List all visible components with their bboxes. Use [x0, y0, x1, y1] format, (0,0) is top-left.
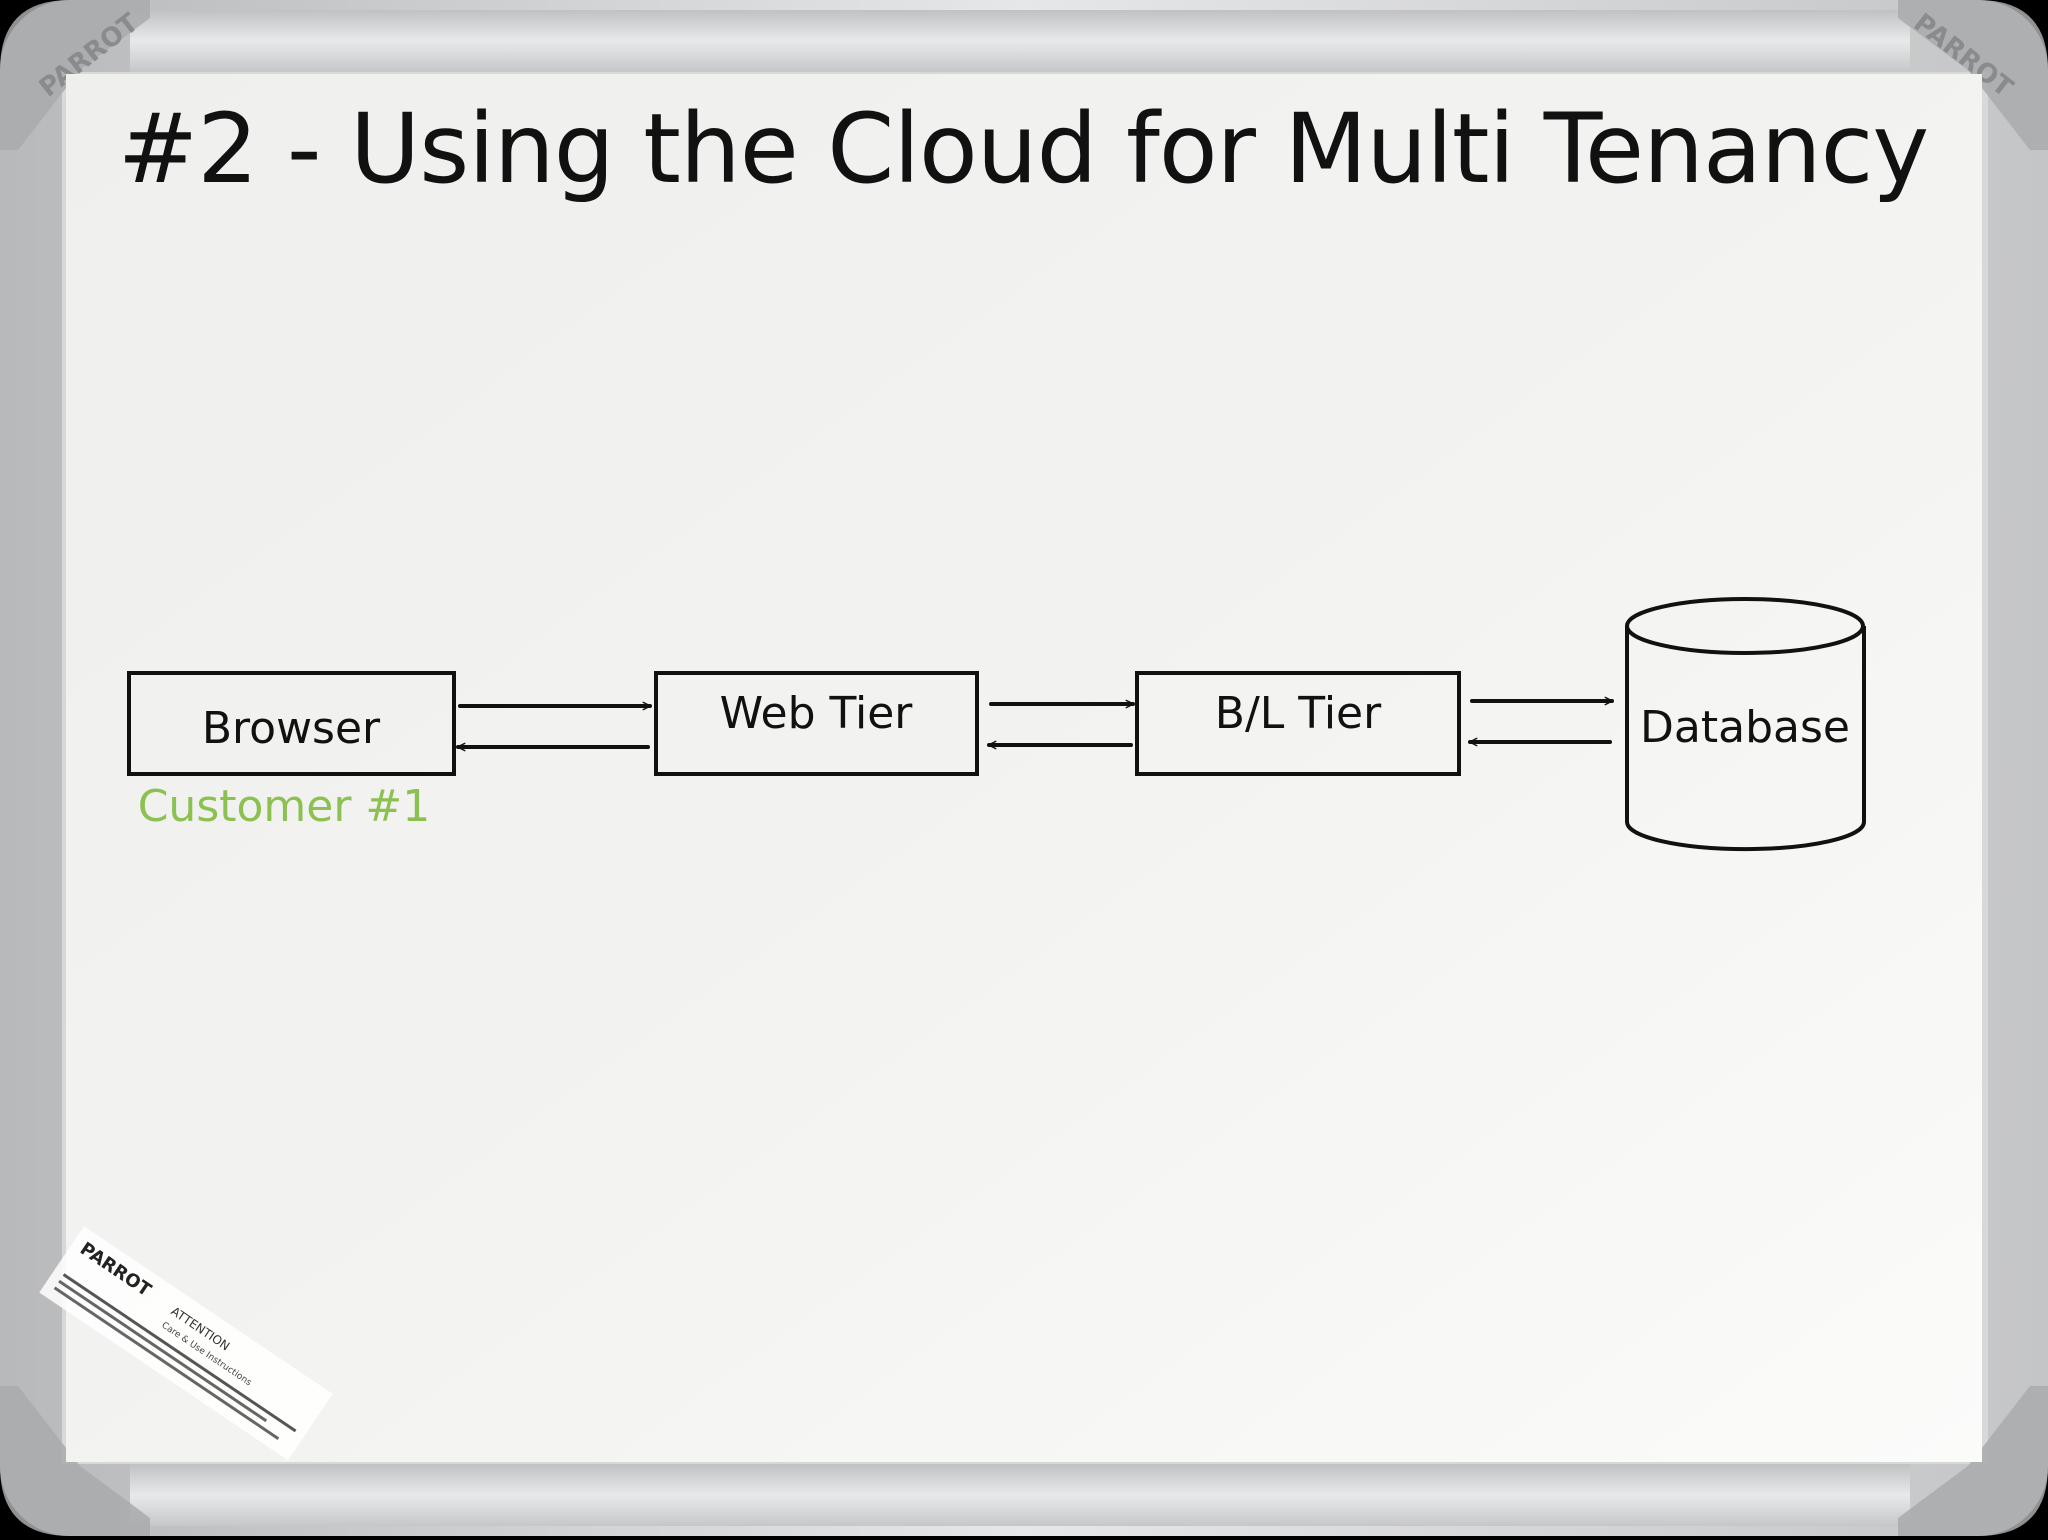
database-label: Database: [1640, 702, 1850, 753]
database-cylinder-body: [1625, 626, 1866, 852]
node-web-tier: Web Tier: [654, 671, 979, 776]
bl-tier-box: [1135, 671, 1461, 776]
browser-label: Browser: [202, 703, 381, 754]
whiteboard-surface: [66, 74, 1982, 1462]
web-tier-box: [654, 671, 979, 776]
web-tier-label: Web Tier: [720, 688, 914, 739]
care-instructions-sticker: PARROT ATTENTION Care & Use Instructions: [39, 1226, 333, 1461]
customer-label: Customer #1: [138, 781, 431, 832]
node-bl-tier: B/L Tier: [1135, 671, 1461, 776]
node-browser: Browser: [127, 671, 456, 776]
browser-box: [127, 671, 456, 776]
bl-tier-label: B/L Tier: [1215, 688, 1382, 739]
database-cylinder-top: [1625, 597, 1865, 655]
connector-arrows: [456, 696, 1614, 752]
diagram-title: #2 - Using the Cloud for Multi Tenancy: [118, 93, 1928, 205]
node-database: Database: [1625, 597, 1866, 852]
